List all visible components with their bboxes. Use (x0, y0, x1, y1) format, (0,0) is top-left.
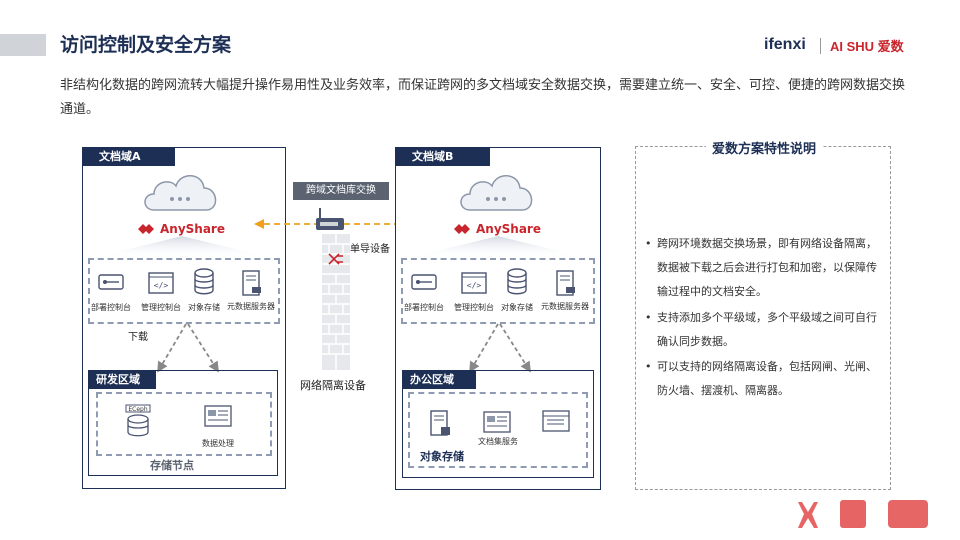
service-label: 部署控制台 (404, 303, 444, 312)
services-group-a (88, 258, 280, 324)
database-icon (194, 268, 214, 295)
firewall-wall-icon (322, 234, 350, 370)
service-label: 管理控制台 (141, 303, 181, 312)
isolation-device-label: 网络隔离设备 (300, 379, 366, 392)
svg-text:</>: </> (467, 281, 482, 290)
feature-item: • 跨网环境数据交换场景，即有网络设备隔离，数据被下载之后会进行打包和加密，以保… (645, 232, 877, 304)
domain-b-tag: 文档域B (396, 148, 490, 166)
cloud-icon (144, 175, 217, 211)
metadata-server-icon (242, 270, 261, 296)
bullet-icon: • (645, 311, 652, 324)
feature-text: 支持添加多个平级域，多个平级域之间可自行确认同步数据。 (657, 311, 877, 348)
anyshare-brand-b: AnyShare (476, 222, 541, 236)
svg-text:</>: </> (154, 281, 169, 290)
anyshare-logo-icon (454, 224, 470, 234)
domain-a-tag: 文档域A (83, 148, 175, 166)
anyshare-logo-icon (138, 224, 154, 234)
cross-domain-exchange-label: 跨域文档库交换 (293, 182, 389, 200)
ceph-storage-icon (125, 404, 151, 437)
cloud-icon (460, 175, 533, 211)
deploy-console-icon (98, 274, 124, 290)
services-group-b (401, 258, 595, 324)
storage-node-group (96, 392, 272, 456)
service-label: 对象存储 (501, 303, 533, 312)
aishu-logo: AI SHU 爱数 (830, 39, 904, 54)
data-processing-icon (204, 405, 232, 427)
intro-paragraph: 非结构化数据的跨网流转大幅提升操作易用性及业务效率，而保证跨网的多文档域安全数据… (60, 78, 906, 117)
single-direction-device-icon (316, 208, 344, 230)
dashed-arrows-a (157, 323, 219, 373)
rd-zone-tag: 研发区域 (88, 370, 156, 389)
feature-text: 可以支持的网络隔离设备，包括网闸、光闸、防火墙、摆渡机、隔离器。 (657, 360, 877, 397)
data-processing-label: 数据处理 (202, 439, 234, 448)
dashed-arrows-b (469, 323, 531, 373)
office-zone-tag: 办公区域 (402, 370, 476, 389)
office-zone-box (402, 370, 594, 478)
office-storage-group (408, 392, 588, 468)
code-console-icon: </> (148, 272, 174, 294)
ifenxi-logo: ifenxi (764, 36, 806, 53)
file-server-icon (430, 410, 450, 436)
download-label: 下载 (128, 332, 148, 343)
rd-zone-box (88, 370, 278, 476)
storage-node-label: 存储节点 (150, 459, 194, 472)
ceph-label: ECeph (128, 406, 148, 413)
object-storage-label: 对象存储 (420, 450, 464, 463)
single-direction-device-label: 单导设备 (350, 244, 390, 255)
cloud-glow (92, 236, 272, 258)
logo-divider (820, 38, 821, 54)
service-label: 元数据服务器 (541, 302, 589, 311)
metadata-server-icon (556, 270, 575, 296)
database-icon (507, 268, 527, 295)
anyshare-brand-a: AnyShare (160, 222, 225, 236)
bullet-icon: • (645, 237, 652, 250)
title-accent-bar (0, 34, 46, 56)
feature-item: • 支持添加多个平级域，多个平级域之间可自行确认同步数据。 (645, 306, 877, 354)
features-title: 爱数方案特性说明 (706, 138, 823, 157)
page-title: 访问控制及安全方案 (60, 34, 232, 56)
doc-collection-icon (483, 411, 511, 433)
bullet-icon: • (645, 360, 652, 373)
browser-window-icon (542, 410, 570, 432)
service-label: 元数据服务器 (227, 302, 275, 311)
feature-item: • 可以支持的网络隔离设备，包括网闸、光闸、防火墙、摆渡机、隔离器。 (645, 355, 877, 403)
deploy-console-icon (411, 274, 437, 290)
service-label: 部署控制台 (91, 303, 131, 312)
cloud-glow (408, 236, 588, 258)
watermark-logo (798, 500, 928, 528)
service-label: 管理控制台 (454, 303, 494, 312)
code-console-icon: </> (461, 272, 487, 294)
feature-text: 跨网环境数据交换场景，即有网络设备隔离，数据被下载之后会进行打包和加密，以保障传… (657, 237, 877, 298)
doc-collection-label: 文档集服务 (478, 437, 518, 446)
service-label: 对象存储 (188, 303, 220, 312)
